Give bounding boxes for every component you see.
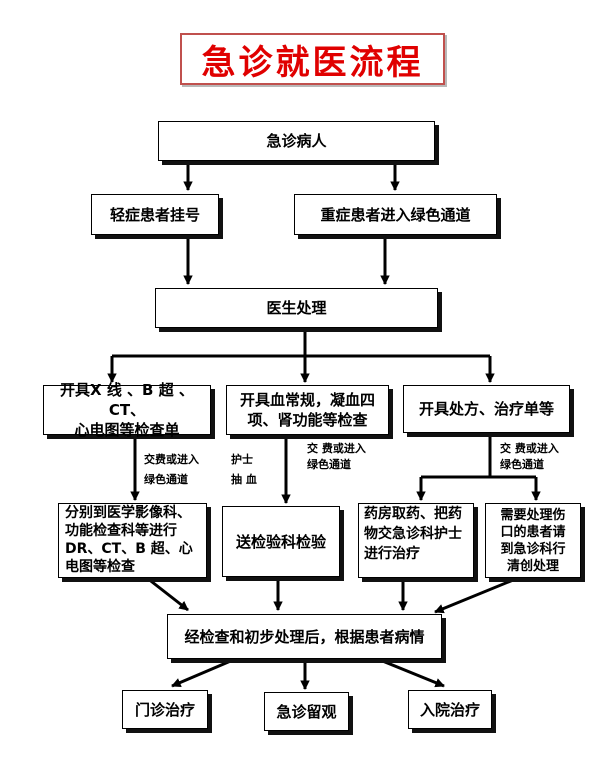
node-send-to-lab: 送检验科检验 xyxy=(222,506,340,577)
note-line: 绿色通道 xyxy=(144,473,188,486)
node-label: 急诊病人 xyxy=(266,132,327,150)
edge-wound-to-after xyxy=(434,576,519,614)
note-pay-or-green-1: 交费或进入 绿色通道 xyxy=(144,452,199,488)
node-label: 医生处理 xyxy=(266,299,327,317)
note-pay-or-green-2: 交 费或进入 绿色通道 xyxy=(307,441,366,473)
note-pay-or-green-3: 交 费或进入 绿色通道 xyxy=(500,441,559,473)
node-line: 项、肾功能等检查 xyxy=(247,411,368,429)
node-mild-registration: 轻症患者挂号 xyxy=(91,194,219,235)
node-line: DR、CT、B 超、心 xyxy=(65,541,193,557)
node-label: 经检查和初步处理后，根据患者病情 xyxy=(184,627,425,646)
node-line: 分别到医学影像科、 xyxy=(65,505,191,521)
note-line: 绿色通道 xyxy=(307,458,351,471)
edge-imaging-to-after xyxy=(146,576,189,612)
page-title: 急诊就医流程 xyxy=(180,33,445,85)
node-label: 开具处方、治疗单等 xyxy=(418,400,554,418)
edge-after-to-admission xyxy=(379,658,445,688)
node-line: 物交急诊科护士 xyxy=(364,526,462,542)
node-lab-order: 开具血常规，凝血四 项、肾功能等检查 xyxy=(226,385,389,435)
node-outpatient-treatment: 门诊治疗 xyxy=(122,690,208,729)
node-line: 口的患者请 xyxy=(500,524,566,540)
note-line: 交费或进入 xyxy=(144,453,199,466)
edge-after-to-outpatient xyxy=(171,658,234,688)
note-line: 交 费或进入 xyxy=(307,442,366,455)
node-line: 开具血常规，凝血四 xyxy=(239,391,375,409)
note-nurse-blood: 护士 抽 血 xyxy=(231,452,257,488)
node-line: 电图等检查 xyxy=(65,559,135,575)
node-severe-green-channel: 重症患者进入绿色通道 xyxy=(294,194,497,235)
node-prescription-order: 开具处方、治疗单等 xyxy=(403,385,570,433)
note-line: 护士 xyxy=(231,453,253,466)
node-emergency-observation: 急诊留观 xyxy=(264,692,349,731)
node-wound-debridement: 需要处理伤 口的患者请 到急诊科行 清创处理 xyxy=(485,503,581,578)
node-doctor-handling: 医生处理 xyxy=(155,288,438,328)
node-hospital-admission: 入院治疗 xyxy=(408,690,492,729)
note-line: 绿色通道 xyxy=(500,458,544,471)
node-after-examination: 经检查和初步处理后，根据患者病情 xyxy=(167,614,442,659)
note-line: 抽 血 xyxy=(231,473,257,486)
node-line: 进行治疗 xyxy=(364,546,420,562)
node-pharmacy-treatment: 药房取药、把药 物交急诊科护士 进行治疗 xyxy=(358,503,474,578)
note-line: 交 费或进入 xyxy=(500,442,559,455)
node-line: 开具X 线 、B 超 、CT、 xyxy=(60,381,194,419)
node-label: 送检验科检验 xyxy=(235,532,326,551)
node-line: 药房取药、把药 xyxy=(364,506,462,522)
page-title-text: 急诊就医流程 xyxy=(201,42,424,83)
node-line: 需要处理伤 xyxy=(500,507,566,523)
node-label: 入院治疗 xyxy=(419,700,480,719)
node-label: 轻症患者挂号 xyxy=(109,205,200,224)
node-label: 重症患者进入绿色通道 xyxy=(320,205,471,224)
node-line: 清创处理 xyxy=(506,558,559,574)
node-line: 功能检查科等进行 xyxy=(65,523,177,539)
node-exam-order: 开具X 线 、B 超 、CT、 心电图等检查单 xyxy=(43,381,211,439)
node-line: 心电图等检查单 xyxy=(74,421,180,439)
node-emergency-patient: 急诊病人 xyxy=(158,121,435,161)
node-label: 门诊治疗 xyxy=(134,700,195,719)
node-imaging-departments: 分别到医学影像科、 功能检查科等进行 DR、CT、B 超、心 电图等检查 xyxy=(58,503,207,578)
node-label: 急诊留观 xyxy=(276,702,337,721)
node-line: 到急诊科行 xyxy=(500,541,566,557)
